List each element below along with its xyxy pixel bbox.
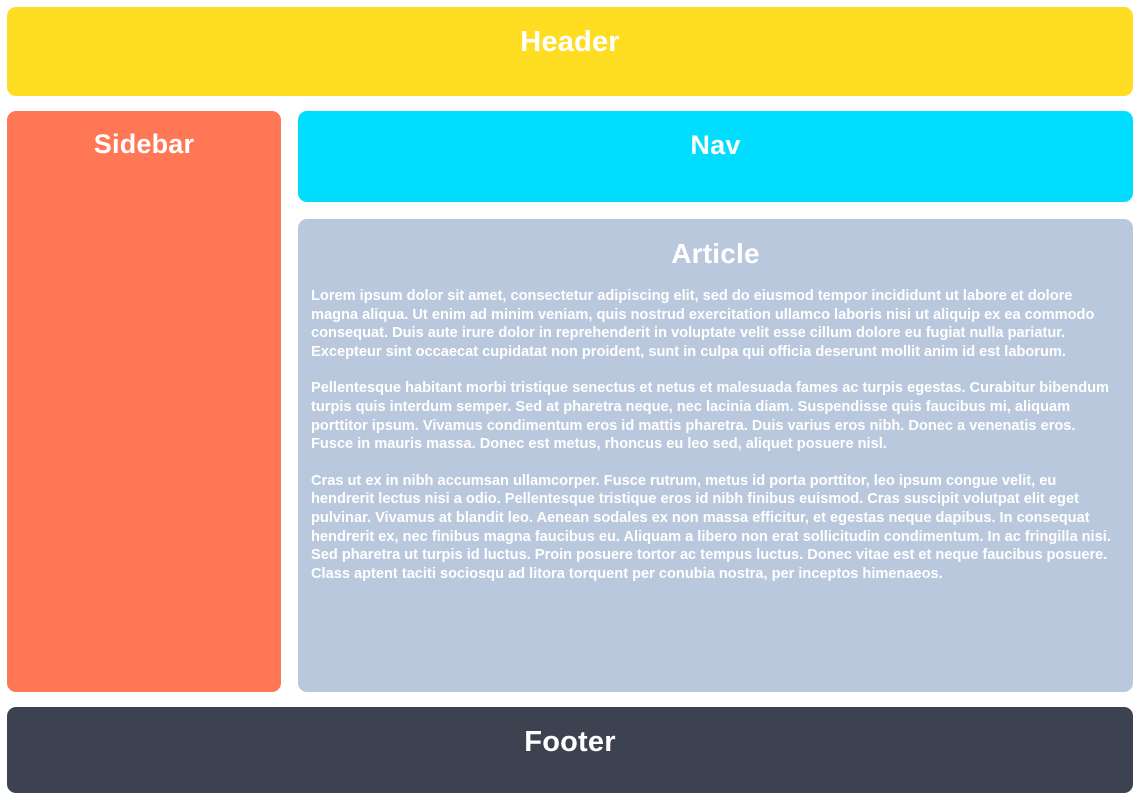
footer-region: Footer — [7, 707, 1133, 793]
article-region: Article Lorem ipsum dolor sit amet, cons… — [298, 219, 1133, 692]
sidebar-region: Sidebar — [7, 111, 281, 692]
header-region: Header — [7, 7, 1133, 96]
article-paragraph: Cras ut ex in nibh accumsan ullamcorper.… — [311, 472, 1111, 582]
middle-band: Sidebar Nav Article Lorem ipsum dolor si… — [7, 111, 1133, 692]
article-paragraph: Pellentesque habitant morbi tristique se… — [311, 380, 1109, 453]
right-column: Nav Article Lorem ipsum dolor sit amet, … — [298, 111, 1133, 692]
nav-title: Nav — [690, 130, 741, 160]
header-title: Header — [520, 26, 620, 58]
nav-region[interactable]: Nav — [298, 111, 1133, 202]
footer-title: Footer — [524, 726, 616, 758]
article-title: Article — [671, 238, 760, 269]
sidebar-title: Sidebar — [93, 129, 195, 159]
article-paragraph: Lorem ipsum dolor sit amet, consectetur … — [311, 288, 1095, 360]
